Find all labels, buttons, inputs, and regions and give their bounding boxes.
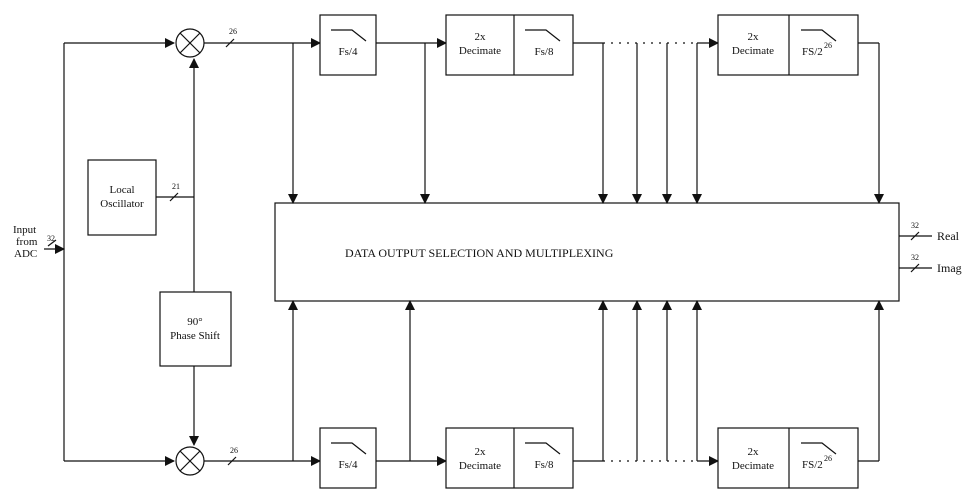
phase-shift-block <box>159 291 232 367</box>
imag-bus-width: 32 <box>911 253 919 262</box>
svg-text:2x: 2x <box>748 31 760 43</box>
svg-text:Fs/4: Fs/4 <box>339 459 358 471</box>
bottom-decimate-last: 2x Decimate FS/2 26 <box>717 427 859 489</box>
top-decimate-fs8: 2x Decimate Fs/8 <box>445 14 574 76</box>
imag-output-label: Imag <box>937 261 962 275</box>
input-label: Input from ADC <box>13 224 38 260</box>
top-decimate-last: 2x Decimate FS/2 26 <box>717 14 859 76</box>
svg-text:2x: 2x <box>475 446 487 458</box>
top-mixer-bus-slash <box>225 38 235 48</box>
svg-text:FS/2: FS/2 <box>802 46 823 58</box>
real-bus-slash <box>910 231 920 241</box>
bottom-mixer-bus-slash <box>227 456 237 466</box>
bottom-mixer-icon <box>175 446 205 476</box>
input-bus-width: 32 <box>47 234 55 243</box>
svg-text:2x: 2x <box>748 446 760 458</box>
top-fs4-filter: Fs/4 <box>319 14 377 76</box>
svg-text:Decimate: Decimate <box>732 45 774 57</box>
data-output-mux-label: DATA OUTPUT SELECTION AND MULTIPLEXING <box>345 246 614 260</box>
svg-text:2x: 2x <box>475 31 487 43</box>
svg-text:Decimate: Decimate <box>459 460 501 472</box>
svg-text:FS/2: FS/2 <box>802 459 823 471</box>
real-output-label: Real <box>937 229 960 243</box>
svg-text:Fs/8: Fs/8 <box>535 459 554 471</box>
real-bus-width: 32 <box>911 221 919 230</box>
svg-text:Fs/8: Fs/8 <box>535 46 554 58</box>
svg-text:Decimate: Decimate <box>732 460 774 472</box>
svg-text:Decimate: Decimate <box>459 45 501 57</box>
svg-text:from: from <box>16 236 38 248</box>
svg-text:Input: Input <box>13 224 36 236</box>
lo-bus-slash <box>169 192 179 202</box>
bottom-fs4-filter: Fs/4 <box>319 427 377 489</box>
svg-text:Fs/4: Fs/4 <box>339 46 358 58</box>
imag-bus-slash <box>910 263 920 273</box>
lo-bus-width: 21 <box>172 182 180 191</box>
bottom-mixer-bus-width: 26 <box>230 446 238 455</box>
svg-text:26: 26 <box>824 41 832 50</box>
phase-shift-label: Phase Shift <box>170 330 220 342</box>
data-output-mux-block <box>274 202 900 302</box>
top-mixer-icon <box>175 28 205 58</box>
local-oscillator-label-2: Oscillator <box>100 198 144 210</box>
local-oscillator-block <box>87 159 157 236</box>
input-bus-slash <box>47 239 57 247</box>
phase-shift-degrees: 90° <box>187 316 202 328</box>
svg-text:ADC: ADC <box>14 248 37 260</box>
top-mixer-bus-width: 26 <box>229 27 237 36</box>
svg-text:26: 26 <box>824 454 832 463</box>
local-oscillator-label-1: Local <box>109 184 134 196</box>
bottom-decimate-fs8: 2x Decimate Fs/8 <box>445 427 574 489</box>
